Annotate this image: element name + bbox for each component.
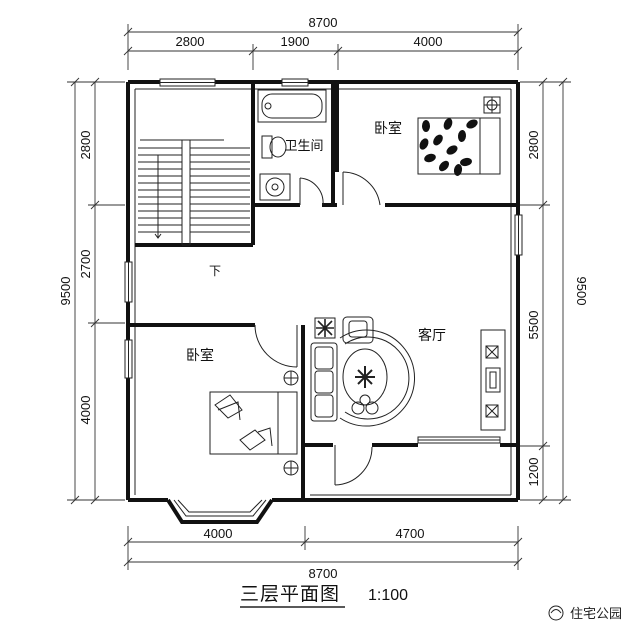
bathroom-fixtures: 卫生间 [257,89,327,201]
bed-pattern-spot [433,134,443,146]
bed-pattern-spot [457,130,467,142]
top-dimensions: 8700 2800 1900 4000 [123,15,523,70]
drawing-title: 三层平面图 1:100 [240,583,408,608]
interior-walls [128,82,518,500]
watermark: 住宅公园 [548,605,622,622]
top-dimension-2: 1900 [281,34,310,49]
tv-cabinet [480,329,506,431]
bed-pattern-spot [466,119,478,129]
stair-treads [138,147,250,233]
bathroom-label: 卫生间 [284,139,323,154]
scale-text: 1:100 [368,587,408,604]
exterior-walls [126,80,520,502]
bottom-dimensions: 4000 4700 8700 [123,526,523,581]
left-dimension-1: 2800 [78,131,93,160]
staircase: 下 [138,139,250,278]
bed-pattern-spot [453,164,463,176]
west-bedroom: 卧室 [186,347,299,476]
bed-pattern-spot [443,118,453,130]
living-room: 客厅 [310,316,506,431]
left-dimension-3: 4000 [78,396,93,425]
right-total-dimension: 9500 [574,277,589,306]
sofa [310,342,338,422]
west-bedroom-label: 卧室 [186,347,214,364]
right-dimension-2: 5500 [526,311,541,340]
left-dimensions: 9500 2800 2700 4000 [58,77,125,505]
bottom-total-dimension: 8700 [309,566,338,581]
bed-pattern-spot [439,160,449,172]
left-dimension-2: 2700 [78,250,93,279]
washbasin [259,173,291,201]
bottom-dimension-1: 4000 [204,526,233,541]
north-bedroom: 卧室 [374,96,501,176]
left-total-dimension: 9500 [58,277,73,306]
watermark-text: 住宅公园 [570,607,622,622]
bed-pattern-spot [422,120,430,132]
bottom-dimension-2: 4700 [396,526,425,541]
bed-pattern-spot [446,145,458,155]
round-rug [339,329,416,427]
bed-pattern-spot [460,157,472,167]
side-table [314,317,336,339]
bed-pattern-spot [424,153,436,163]
top-dimension-1: 2800 [176,34,205,49]
doors [254,171,381,486]
tv [485,367,501,393]
right-dimension-1: 2800 [526,131,541,160]
windows [124,78,523,444]
right-dimensions: 2800 5500 1200 9500 [520,77,589,505]
bay-window [166,498,274,524]
stair-down-label: 下 [209,264,221,278]
wall-inner-lines [134,88,512,495]
title-text: 三层平面图 [240,583,340,605]
west-bed [209,391,298,455]
right-dimension-3: 1200 [526,458,541,487]
toilet [261,135,273,159]
watermark-icon [548,605,564,621]
bathtub [257,89,327,123]
bed-pattern [419,118,478,176]
top-dimension-3: 4000 [414,34,443,49]
living-room-label: 客厅 [418,327,446,344]
top-total-dimension: 8700 [309,15,338,30]
north-bedroom-label: 卧室 [374,120,402,137]
bed-pattern-spot [419,138,429,150]
